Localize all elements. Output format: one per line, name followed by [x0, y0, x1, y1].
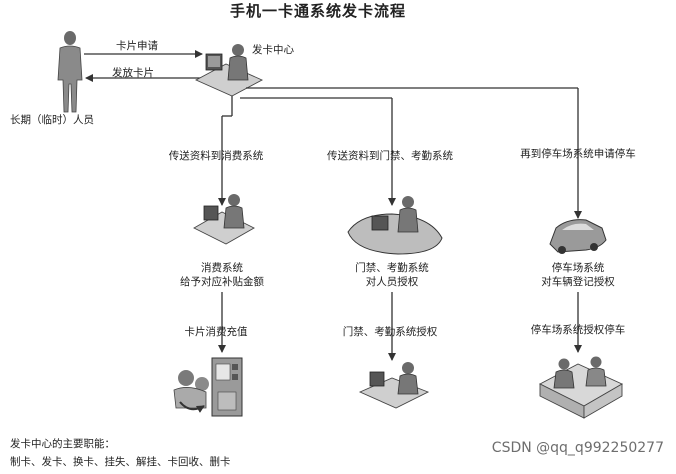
consumption-system-title: 消费系统: [201, 262, 243, 274]
person-icon: [57, 31, 83, 113]
access-action-label: 门禁、考勤系统授权: [342, 326, 438, 338]
issuing-center-label: 发卡中心: [252, 44, 294, 56]
issue-label: 发放卡片: [112, 67, 154, 79]
diagram-title: 手机一卡通系统发卡流程: [229, 2, 407, 20]
customer-icon: [173, 370, 209, 413]
issuing-center-icon: [194, 44, 264, 97]
consumption-transfer-label: 传送资料到消费系统: [168, 150, 264, 162]
apply-label: 卡片申请: [116, 40, 158, 52]
parking-system-desc: 对车辆登记授权: [541, 276, 615, 288]
vending-machine-icon: [211, 357, 243, 417]
parking-booth-icon: [539, 356, 623, 419]
consumption-action-label: 卡片消费充值: [184, 326, 248, 338]
parking-transfer-label: 再到停车场系统申请停车: [520, 148, 636, 160]
consumption-system-desc: 给予对应补贴金额: [180, 276, 264, 288]
car-icon: [549, 219, 607, 254]
access-transfer-label: 传送资料到门禁、考勤系统: [327, 150, 453, 162]
access-system-title: 门禁、考勤系统: [355, 262, 429, 274]
parking-system-title: 停车场系统: [551, 262, 605, 274]
duties-heading: 发卡中心的主要职能：: [10, 438, 115, 450]
consumption-workstation-icon: [193, 194, 255, 245]
watermark: CSDN @qq_q992250277: [491, 440, 664, 456]
branch-connectors: [218, 87, 582, 361]
access-desk-icon: [358, 362, 430, 409]
access-system-desc: 对人员授权: [365, 276, 419, 288]
parking-action-label: 停车场系统授权停车: [530, 324, 626, 336]
duties-list: 制卡、发卡、换卡、挂失、解挂、卡回收、删卡: [10, 456, 231, 468]
person-label: 长期（临时）人员: [10, 114, 94, 126]
access-control-station-icon: [347, 196, 443, 255]
